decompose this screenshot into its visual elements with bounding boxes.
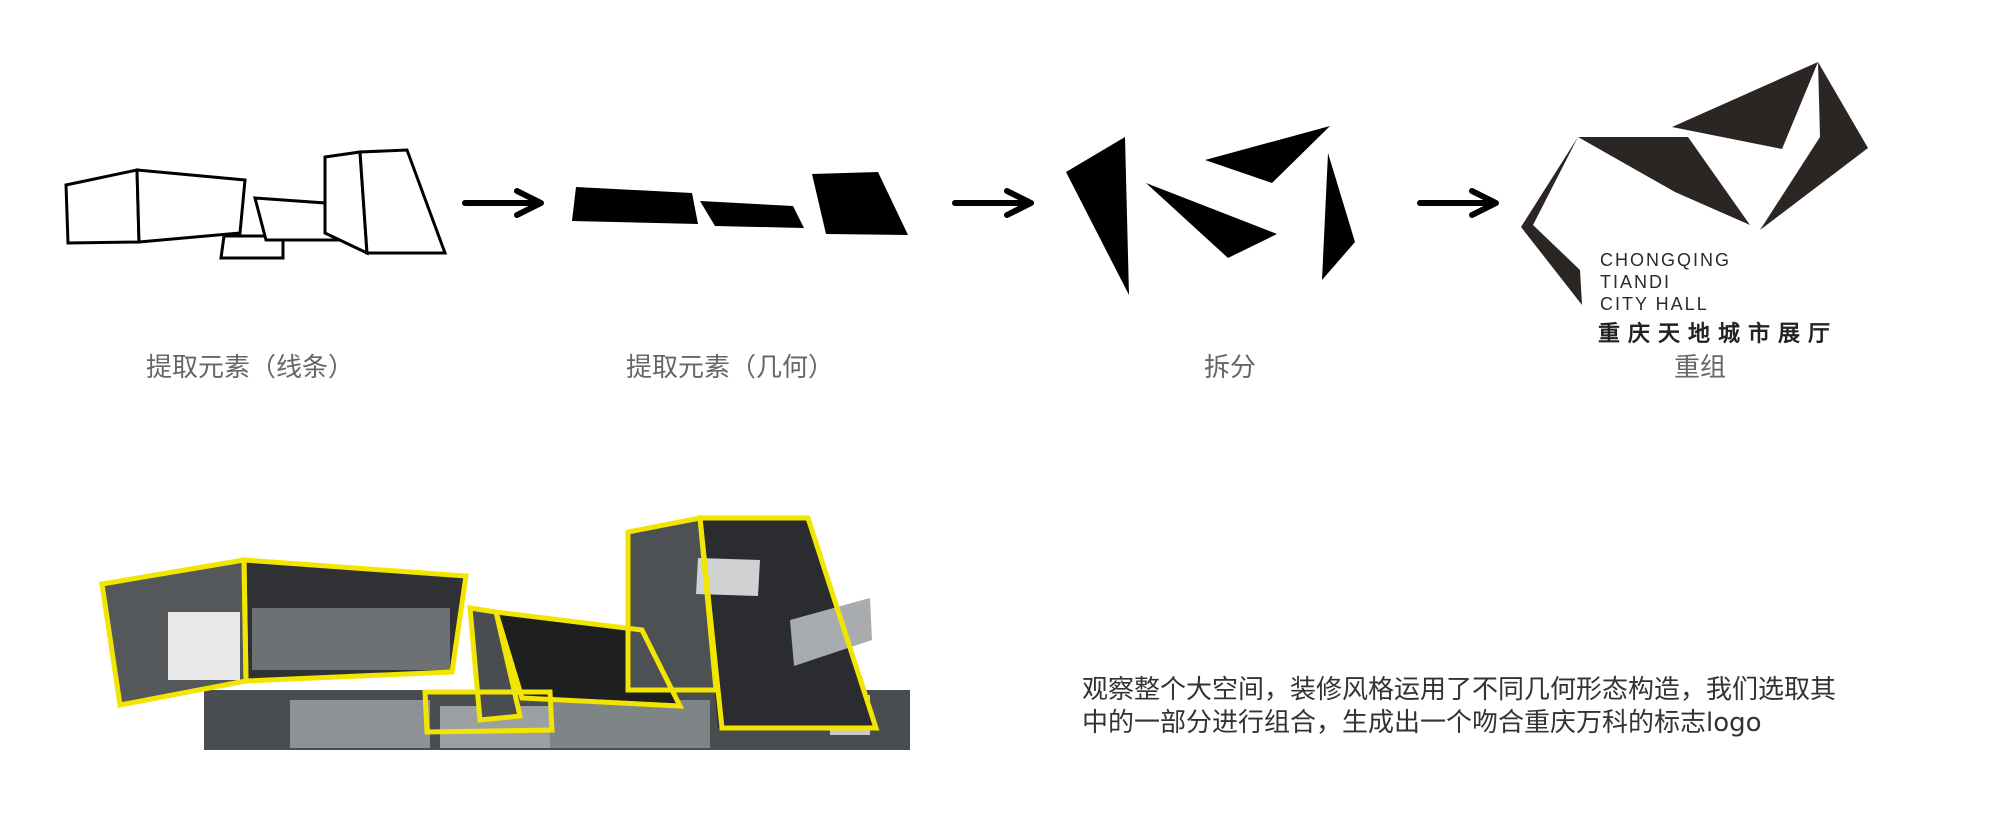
outline-yellow-tower-right [697, 515, 880, 731]
triangle-left [1066, 137, 1129, 295]
triangle-right [1322, 153, 1355, 280]
step-label-line-extraction: 提取元素（线条） [145, 353, 354, 383]
logo-shape-center [1578, 137, 1750, 225]
outline-yellow-main-box [241, 557, 469, 684]
logo-shape-right [1760, 62, 1868, 230]
yellow-highlight-outlines [99, 515, 880, 735]
tower-glass-bridge [790, 598, 872, 666]
outline-block-middle [135, 168, 247, 244]
geo-shape-3 [812, 172, 908, 235]
logo-shape-top [1672, 62, 1818, 149]
stage2-geometric-shapes [572, 172, 908, 235]
main-box-window-strip [252, 608, 450, 670]
description-line-2: 中的一部分进行组合，生成出一个吻合重庆万科的标志logo [1082, 708, 1762, 738]
description-line-1: 观察整个大空间，装修风格运用了不同几何形态构造，我们选取其 [1082, 675, 1837, 705]
ground-glazing-right [550, 700, 710, 748]
logo-shape-left [1521, 137, 1582, 305]
logo-mark [1521, 62, 1868, 305]
tower-white-box [696, 558, 760, 596]
outline-yellow-slanted-panel [492, 609, 685, 709]
step-label-geometry-extraction: 提取元素（几何） [625, 353, 834, 383]
outline-block-left [64, 168, 141, 245]
logo-text-line-2: TIANDI [1600, 272, 1672, 292]
arrow-1 [462, 188, 544, 218]
geo-shape-1 [572, 187, 698, 224]
ground-glazing-left [290, 700, 430, 748]
building-rendering [102, 518, 910, 750]
logo-text-line-3: CITY HALL [1600, 294, 1709, 314]
arrow-2 [952, 188, 1034, 218]
triangle-top [1205, 126, 1330, 183]
triangle-middle [1146, 183, 1277, 258]
arrow-3 [1417, 188, 1499, 218]
outline-block-tower-right [358, 148, 448, 255]
left-wing-white-panel [168, 612, 240, 680]
step-label-split: 拆分 [1203, 353, 1256, 383]
stage1-outline-shapes [64, 148, 448, 260]
geo-shape-2 [700, 201, 804, 228]
logo-text-chinese: 重庆天地城市展厅 [1598, 322, 1839, 347]
description-paragraph: 观察整个大空间，装修风格运用了不同几何形态构造，我们选取其 中的一部分进行组合，… [1082, 674, 1842, 740]
logo-text-line-1: CHONGQING [1600, 250, 1732, 270]
outline-yellow-lower-box [422, 689, 555, 735]
outline-yellow-middle-column [467, 605, 524, 723]
stage3-split-triangles [1066, 126, 1355, 295]
step-label-recombine: 重组 [1673, 353, 1726, 383]
